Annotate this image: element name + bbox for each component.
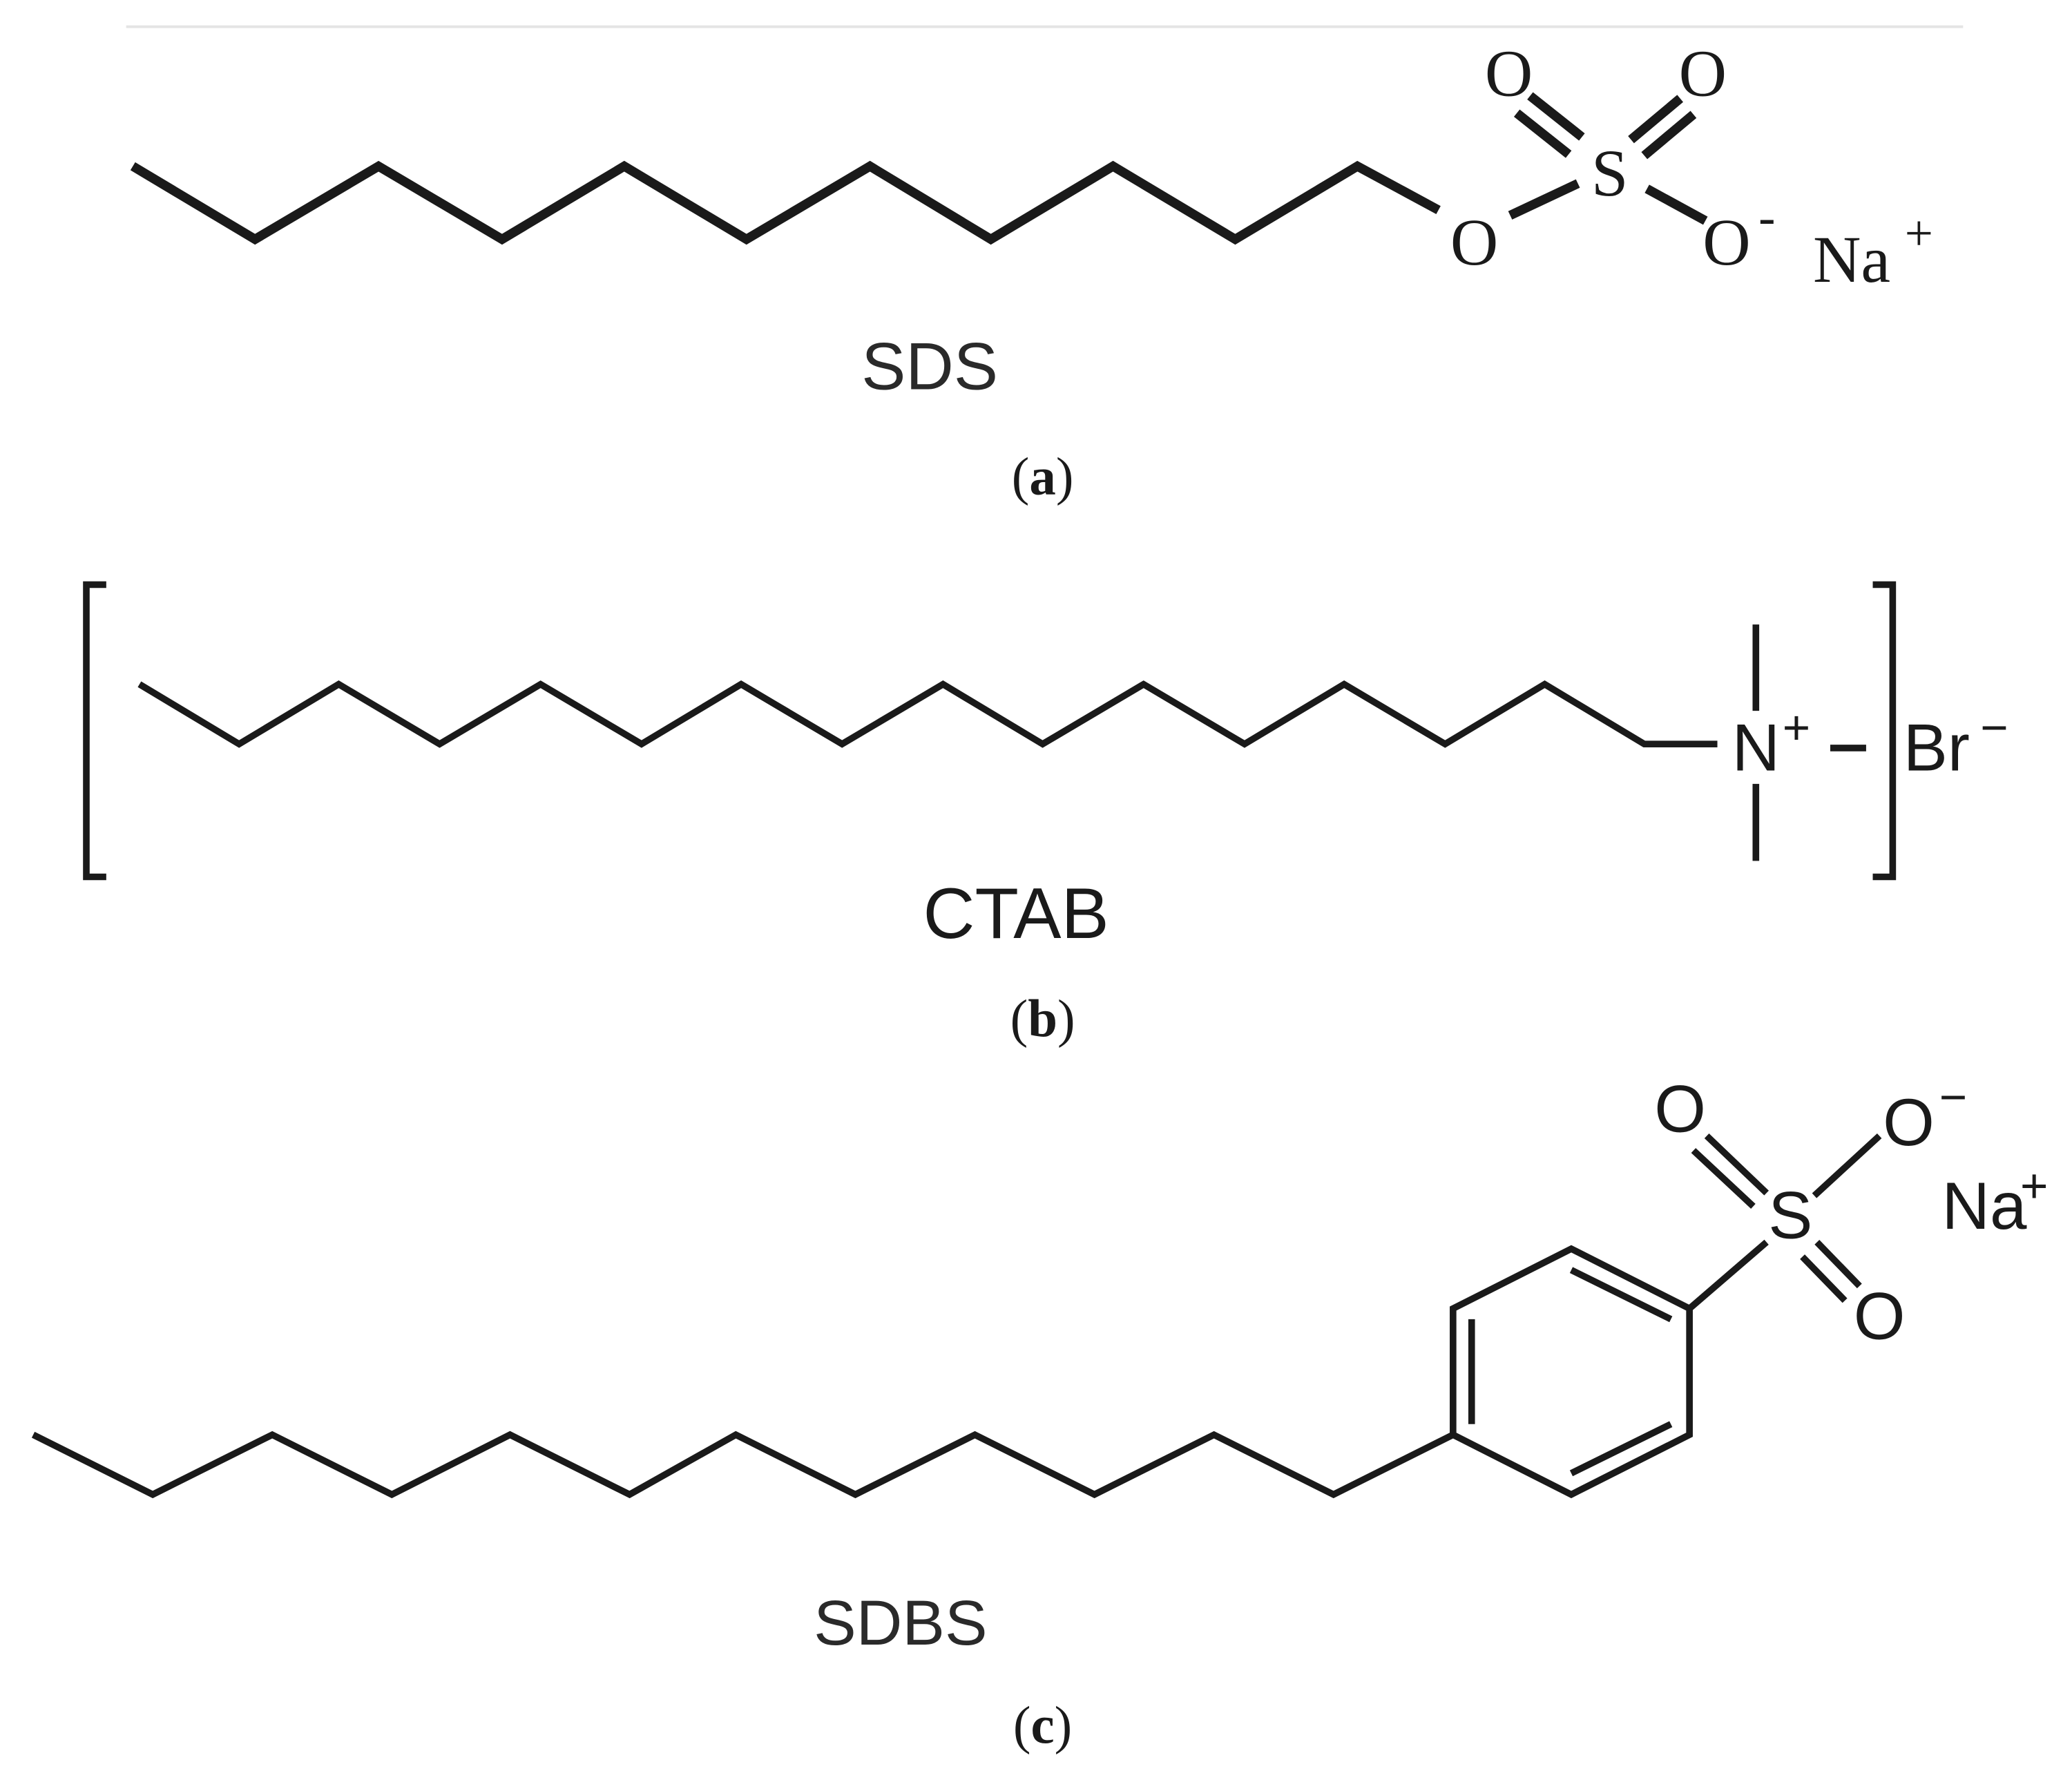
sdbs-s-o-double-bond-top-1: [1704, 1133, 1769, 1196]
sds-structure: O S O O O - Na + SDS: [130, 37, 1933, 404]
sds-o-s-bond: [1508, 179, 1580, 220]
sds-sodium-counter-ion: Na: [1813, 222, 1890, 296]
sds-sulfur-atom: S: [1591, 136, 1628, 210]
sds-s-o-double-bond-left-2: [1513, 109, 1572, 158]
ctab-left-bracket: [83, 581, 106, 881]
sdbs-sodium-counter-ion: Na: [1942, 1169, 2027, 1243]
sds-oxygen-top-left-atom: O: [1485, 37, 1533, 111]
sdbs-oxygen-bottom-atom: O: [1854, 1280, 1906, 1354]
sdbs-sodium-charge: +: [2020, 1159, 2048, 1213]
sds-ester-oxygen-atom: O: [1450, 205, 1498, 279]
ctab-right-bracket: [1872, 581, 1897, 881]
sdbs-ring-s-bond: [1687, 1239, 1769, 1312]
ctab-bromide-counter-ion: Br: [1903, 711, 1970, 785]
sds-s-o-double-bond-left-1: [1527, 92, 1585, 141]
ctab-alkyl-chain: [137, 680, 1718, 748]
sds-oxygen-top-right-atom: O: [1679, 37, 1727, 111]
sds-anion-charge: -: [1758, 189, 1775, 245]
sdbs-sulfur-atom: S: [1768, 1179, 1812, 1253]
panel-label-b: (b): [1010, 988, 1075, 1048]
ctab-molecule-name: CTAB: [923, 874, 1109, 954]
sds-alkyl-chain: [130, 160, 1441, 245]
sdbs-s-o-anion-bond: [1812, 1133, 1882, 1198]
panel-label-a: (a): [1012, 447, 1074, 506]
sdbs-anion-charge: −: [1939, 1070, 1967, 1124]
sdbs-oxygen-top-left-atom: O: [1654, 1073, 1706, 1147]
sdbs-s-o-double-bond-top-2: [1691, 1148, 1756, 1209]
sds-sodium-charge: +: [1905, 205, 1933, 261]
ctab-nitrogen-charge: +: [1783, 700, 1810, 754]
ctab-structure: N + Br − CTAB: [83, 581, 2008, 954]
sds-s-o-double-bond-right-2: [1641, 111, 1697, 160]
panel-label-c: (c): [1013, 1695, 1072, 1754]
sds-s-o-anion-bond: [1644, 184, 1708, 225]
sdbs-benzene-ring: [1450, 1245, 1693, 1499]
sds-molecule-name: SDS: [861, 330, 998, 404]
ctab-nitrogen-atom: N: [1732, 711, 1780, 785]
sdbs-alkyl-chain: [31, 1430, 1455, 1499]
sdbs-s-o-double-bond-bottom-1: [1814, 1239, 1862, 1289]
sdbs-s-o-double-bond-bottom-2: [1800, 1254, 1848, 1303]
sdbs-structure: S O O − O Na + SDBS: [31, 1070, 2048, 1658]
sds-s-o-double-bond-right-1: [1628, 95, 1684, 144]
sds-oxygen-anion-atom: O: [1702, 205, 1750, 279]
ctab-bromide-charge: −: [1980, 700, 2008, 754]
sdbs-molecule-name: SDBS: [814, 1587, 987, 1658]
sdbs-ring-inner-bond-top: [1569, 1267, 1673, 1323]
sdbs-oxygen-anion-atom: O: [1883, 1086, 1935, 1160]
sdbs-ring-inner-bond-bottom: [1569, 1421, 1673, 1477]
